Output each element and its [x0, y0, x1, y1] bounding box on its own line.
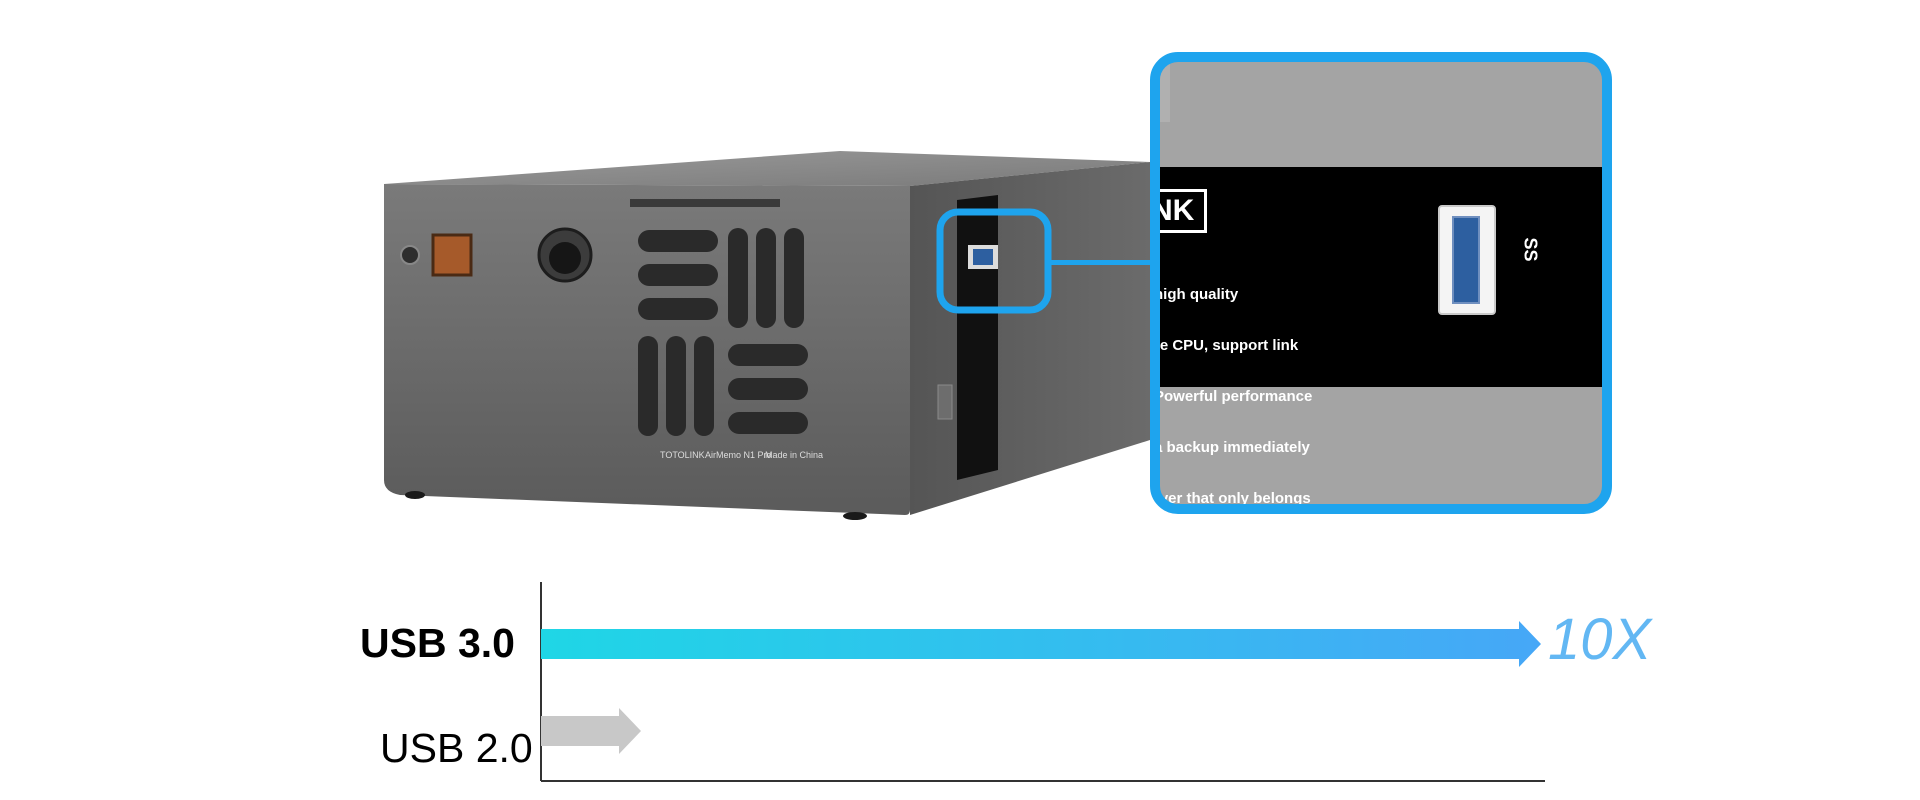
connector-line	[1045, 260, 1160, 265]
zoom-spec-text: high quality re CPU, support link Powerf…	[1154, 252, 1313, 507]
spec-line: rver that only belongs	[1154, 490, 1311, 507]
device-model-text: AirMemo N1 Pro	[705, 450, 772, 460]
spec-line: Powerful performance	[1154, 388, 1313, 405]
usb2-speed-arrow	[541, 708, 641, 754]
device-brand-text: TOTOLINK	[660, 450, 705, 460]
zoom-logo-fragment: NK	[1160, 189, 1208, 233]
usb3-port-tongue	[1452, 216, 1480, 304]
usb3-speed-arrow	[541, 621, 1541, 667]
spec-line: high quality	[1154, 286, 1239, 303]
device-edge	[1160, 62, 1170, 122]
usb3-port	[1438, 205, 1496, 315]
usb-port-zoom-panel: NK high quality re CPU, support link Pow…	[1150, 52, 1612, 514]
speed-multiplier: 10X	[1548, 607, 1652, 672]
usb3-label: USB 3.0	[360, 620, 515, 666]
spec-line: re CPU, support link	[1154, 337, 1299, 354]
label-band: NK high quality re CPU, support link Pow…	[1160, 167, 1602, 504]
device-origin-text: Made in China	[765, 450, 823, 460]
usb2-label: USB 2.0	[380, 725, 533, 771]
nas-device-illustration: TOTOLINK AirMemo N1 Pro Made in China	[384, 151, 1150, 520]
spec-line: a backup immediately	[1154, 439, 1310, 456]
